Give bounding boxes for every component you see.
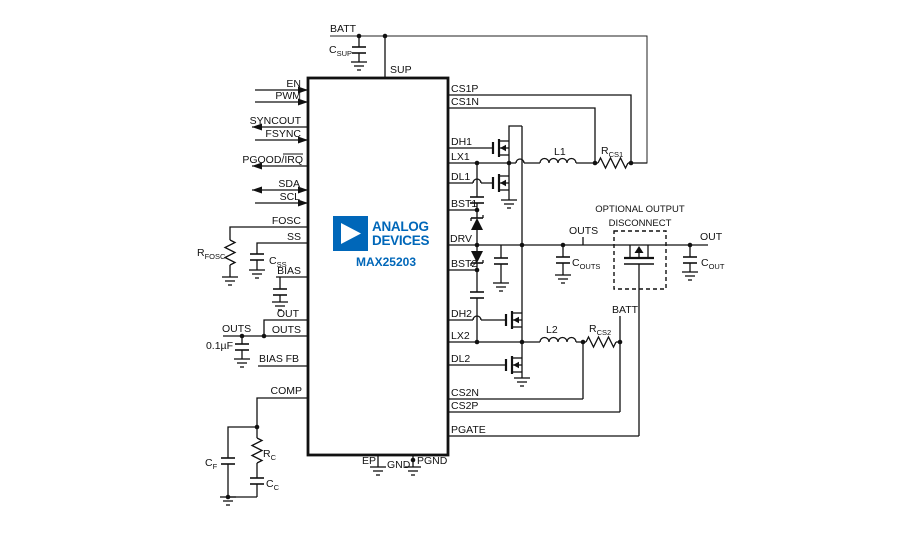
adi-logo: ANALOG DEVICES	[333, 216, 430, 251]
pin-label-sup: SUP	[390, 64, 412, 76]
component-label-l2: L2	[546, 324, 558, 336]
ground-symbol	[681, 271, 699, 281]
pin-label-lx2: LX2	[451, 330, 470, 342]
component-label-cc: CC	[266, 478, 280, 492]
pin-label-pgood-irq: PGOOD/IRQ	[242, 154, 303, 166]
brand-line2: DEVICES	[372, 233, 429, 248]
component-label-cout: COUT	[701, 257, 725, 271]
pin-label-en: EN	[286, 78, 301, 90]
resistor-rc	[251, 437, 263, 464]
capacitor-css	[249, 253, 265, 261]
pin-label-fb: FB	[286, 353, 299, 365]
pin-label-cs2n: CS2N	[451, 387, 479, 399]
value-label-01uf: 0.1µF	[206, 340, 233, 352]
pin-label-dh1: DH1	[451, 136, 472, 148]
pin-label-cs1p: CS1P	[451, 83, 478, 95]
junction-dots	[225, 33, 693, 500]
signal-arrowheads	[252, 86, 308, 207]
pin-label-bst2: BST2	[451, 258, 477, 270]
mosfet-disconnect	[624, 245, 654, 289]
component-label-cf: CF	[205, 457, 218, 471]
wires-left-components	[223, 226, 308, 498]
pin-label-dh2: DH2	[451, 308, 472, 320]
adi-logo-triangle-icon	[341, 223, 361, 244]
pin-label-bst1: BST1	[451, 198, 477, 210]
disconnect-label-line1: OPTIONAL OUTPUT	[595, 204, 685, 215]
resistor-rcs2	[585, 336, 617, 348]
capacitor-cout	[682, 256, 698, 264]
pin-label-fsync: FSYNC	[265, 128, 301, 140]
ground-symbol	[513, 377, 531, 387]
disconnect-label-line2: DISCONNECT	[609, 218, 672, 229]
brand-line1: ANALOG	[372, 219, 429, 234]
net-label-bias-fb: BIAS	[259, 353, 283, 365]
pin-label-cs2p: CS2P	[451, 400, 478, 412]
ground-symbol	[554, 274, 572, 284]
component-label-l1: L1	[554, 146, 566, 158]
component-label-rfosc: RFOSC	[197, 247, 226, 261]
pin-label-dl2: DL2	[451, 353, 470, 365]
pin-label-pgate: PGATE	[451, 424, 486, 436]
net-label-batt-top: BATT	[330, 23, 357, 35]
pin-label-outs: OUTS	[272, 324, 301, 336]
net-label-batt-right: BATT	[612, 304, 639, 316]
ground-symbol	[500, 199, 518, 209]
pin-label-sda: SDA	[278, 178, 300, 190]
pin-label-fosc: FOSC	[272, 215, 302, 227]
component-label-rcs1: RCS1	[601, 145, 623, 159]
component-label-couts: COUTS	[572, 257, 600, 271]
pin-label-out: OUT	[277, 308, 300, 320]
inductor-l2	[539, 336, 577, 343]
capacitor-cc	[249, 477, 265, 485]
pin-label-drv: DRV	[450, 233, 472, 245]
pin-label-comp: COMP	[271, 385, 303, 397]
pin-label-ss: SS	[287, 231, 301, 243]
pin-label-dl1: DL1	[451, 171, 470, 183]
ground-symbol	[221, 276, 239, 286]
inductor-l1	[539, 157, 577, 164]
ground-symbol	[492, 282, 510, 292]
optional-disconnect-box	[613, 230, 667, 290]
ic-outline	[306, 76, 450, 457]
component-label-rcs2: RCS2	[589, 323, 611, 337]
pin-label-lx1: LX1	[451, 151, 470, 163]
ground-symbol	[369, 466, 387, 476]
ground-symbol	[350, 61, 368, 71]
pin-label-pwm: PWM	[275, 90, 301, 102]
pin-label-cs1n: CS1N	[451, 96, 479, 108]
capacitor-outs-01uf	[234, 343, 250, 351]
component-label-rc: RC	[263, 448, 277, 462]
part-number: MAX25203	[356, 255, 416, 269]
capacitor-cf	[220, 457, 236, 465]
capacitor-bias	[272, 288, 288, 296]
wires-top	[358, 36, 386, 78]
capacitor-csup	[351, 46, 367, 54]
mosfet-dh2	[504, 309, 524, 331]
pin-label-ep: EP	[362, 455, 376, 467]
schottky-diode-drv-bst1	[470, 214, 484, 231]
pin-label-syncout: SYNCOUT	[250, 115, 302, 127]
net-label-outs-right: OUTS	[569, 225, 598, 237]
net-label-out: OUT	[700, 231, 723, 243]
ground-symbol	[248, 269, 266, 279]
capacitor-couts	[555, 256, 571, 264]
wire-hop	[515, 158, 525, 164]
resistor-rcs1	[597, 157, 629, 169]
mosfet-dl2	[504, 354, 524, 376]
pin-label-gnd: GND	[387, 459, 411, 471]
mosfet-dh1	[491, 137, 511, 159]
capacitor-drv	[493, 257, 509, 265]
resistor-rfosc	[224, 239, 236, 266]
component-label-css: CSS	[269, 255, 287, 269]
pin-label-bias: BIAS	[277, 265, 301, 277]
capacitor-bst2	[469, 291, 485, 299]
pin-label-scl: SCL	[280, 191, 301, 203]
ground-symbol	[233, 358, 251, 368]
pin-label-pgnd: PGND	[417, 455, 448, 467]
component-label-csup: CSUP	[329, 44, 352, 58]
mosfet-dl1	[491, 172, 511, 194]
net-label-outs-left: OUTS	[222, 323, 251, 335]
